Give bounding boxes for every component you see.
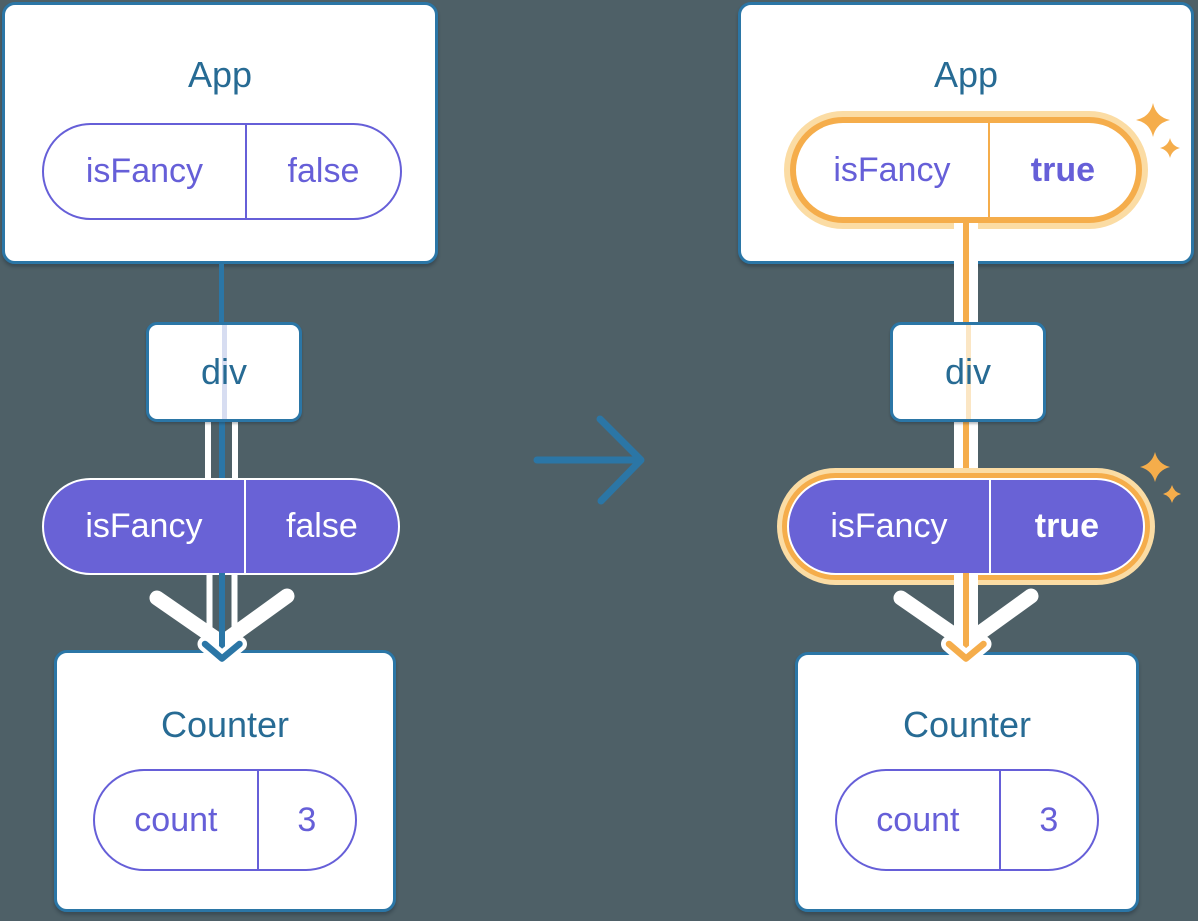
counter-title: Counter — [902, 704, 1032, 745]
sparkles-icon — [1136, 103, 1180, 158]
down-arrow-icon — [893, 573, 1039, 667]
prop-value: false — [285, 507, 358, 545]
app-title: App — [933, 54, 999, 95]
prop-value: false — [287, 152, 360, 190]
state-value: 3 — [1039, 800, 1059, 839]
passed-prop-pill-after-highlighted: isFancy true — [787, 478, 1145, 575]
counter-state-pill-before: count 3 — [93, 769, 357, 871]
counter-card-after: Counter count 3 — [795, 652, 1139, 912]
counter-card-before: Counter count 3 — [54, 650, 396, 912]
down-arrow-icon — [149, 573, 295, 666]
passed-prop-pill-before: isFancy false — [42, 478, 400, 575]
prop-trace-line — [221, 325, 227, 419]
app-card-after: App isFancy true — [738, 2, 1194, 264]
prop-name: isFancy — [789, 480, 991, 573]
prop-trace-line — [965, 325, 971, 419]
sparkles-icon — [1140, 452, 1181, 503]
app-prop-pill-before: isFancy false — [42, 123, 402, 220]
prop-value: true — [1030, 150, 1095, 189]
state-name: count — [95, 771, 259, 869]
app-title: App — [187, 54, 253, 95]
state-value: 3 — [297, 800, 317, 839]
prop-value: true — [1034, 507, 1099, 545]
div-label: div — [200, 351, 248, 392]
connector-div-to-prop-after — [954, 422, 978, 480]
div-label: div — [944, 351, 992, 392]
connector-app-to-div-after — [954, 223, 978, 322]
div-node-before: div — [146, 322, 302, 422]
connector-app-to-div-before — [219, 262, 224, 324]
prop-name: isFancy — [44, 125, 247, 218]
div-node-after: div — [890, 322, 1046, 422]
app-card-before: App isFancy false — [2, 2, 438, 264]
app-prop-pill-after-highlighted: isFancy true — [790, 117, 1142, 223]
prop-name: isFancy — [44, 480, 246, 573]
counter-state-pill-after: count 3 — [835, 769, 1099, 871]
prop-name: isFancy — [796, 123, 990, 217]
right-arrow-icon — [533, 415, 645, 505]
state-name: count — [837, 771, 1001, 869]
counter-title: Counter — [160, 704, 290, 745]
connector-div-to-prop-before — [205, 420, 238, 480]
